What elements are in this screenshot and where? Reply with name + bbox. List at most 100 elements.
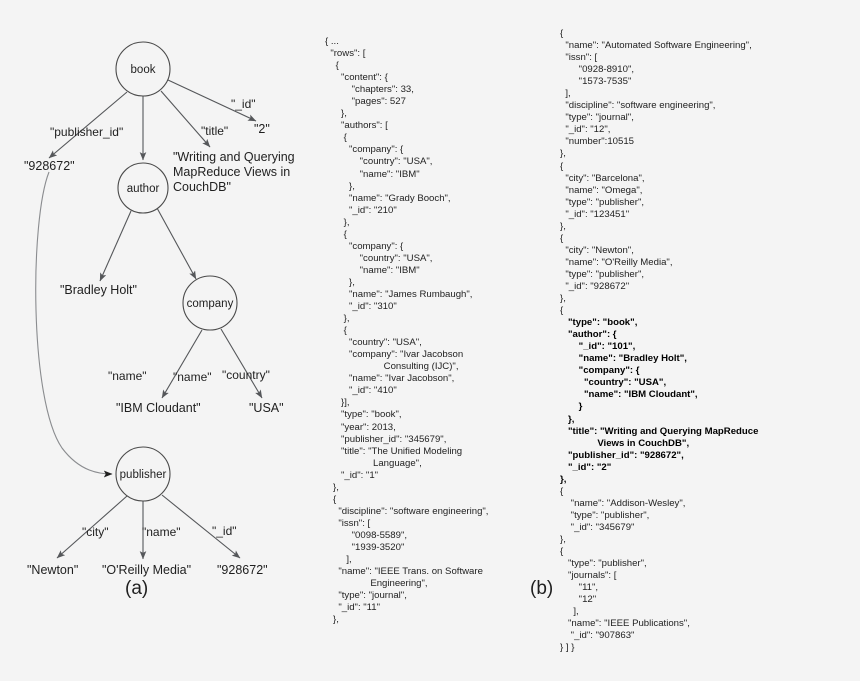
json-line: "_id": "210"	[325, 204, 397, 216]
json-line: },	[560, 220, 566, 232]
json-line: "country": "USA",	[325, 337, 422, 349]
json-line: }],	[325, 397, 350, 409]
edge-label-id-publisher: "_id"	[212, 524, 237, 538]
json-line: "company": {	[325, 240, 404, 252]
json-line: "city": "Newton",	[560, 244, 634, 256]
caption-b: (b)	[530, 578, 554, 599]
json-line: },	[325, 108, 347, 120]
json-line: {	[560, 305, 564, 317]
json-line: { ...	[325, 36, 339, 47]
edge-book-title	[160, 90, 211, 148]
json-line: Consulting (IJC)",	[325, 361, 459, 373]
graph-svg: book author company publisher "publisher…	[24, 41, 295, 577]
json-line: {	[325, 132, 347, 144]
json-line: "_id": "1"	[325, 469, 379, 481]
json-line: "company": {	[325, 144, 404, 156]
json-line: },	[560, 148, 566, 160]
json-line: "name": "James Rumbaugh",	[325, 288, 473, 300]
json-line: "0928-8910",	[560, 64, 635, 76]
edge-label-name-company: "name"	[173, 370, 212, 384]
edge-author-company	[156, 207, 197, 280]
edge-reference-publisher	[35, 171, 113, 478]
json-line: "city": "Barcelona",	[560, 172, 645, 184]
json-line: "name": "IBM Cloudant",	[560, 389, 698, 401]
node-publisher-label: publisher	[120, 469, 167, 481]
json-line: "country": "USA",	[325, 252, 433, 264]
json-column-right: { "name": "Automated Software Engineerin…	[560, 28, 860, 654]
json-line: "name": "Automated Software Engineering"…	[560, 40, 752, 52]
json-line: "_id": "11"	[325, 602, 381, 614]
edge-book-publisher-id	[48, 91, 128, 159]
node-company[interactable]	[182, 275, 238, 331]
edge-publisher-city	[56, 495, 128, 559]
leaf-id-2: "2"	[254, 122, 270, 136]
json-line: "discipline": "software engineering",	[325, 505, 489, 517]
json-column-left: { ... "rows": [ { "content": { "chapters…	[325, 36, 555, 626]
json-line: "issn": [	[325, 517, 371, 529]
json-line: "type": "publisher",	[560, 196, 645, 208]
panel-b-json: { ... "rows": [ { "content": { "chapters…	[320, 0, 860, 653]
json-line: "country": "USA",	[325, 156, 433, 168]
json-line: Engineering",	[325, 578, 428, 590]
json-line: {	[560, 28, 564, 39]
json-line: "name": "Bradley Holt",	[560, 353, 687, 365]
json-line: },	[325, 180, 355, 192]
json-line: "type": "publisher",	[560, 268, 645, 280]
json-line: {	[325, 60, 339, 72]
json-line: Views in CouchDB",	[560, 437, 690, 449]
json-line: "authors": [	[325, 120, 388, 132]
json-line: },	[560, 473, 567, 485]
json-line: "11",	[560, 582, 599, 594]
leaf-title-line-3: CouchDB"	[173, 180, 231, 194]
json-line: "year": 2013,	[325, 421, 396, 433]
json-line: },	[325, 216, 350, 228]
json-line: "name": "IBM"	[325, 168, 420, 180]
json-line: "_id": "101",	[560, 341, 636, 353]
leaf-ibm-cloudant: "IBM Cloudant"	[116, 401, 201, 415]
json-line: "country": "USA",	[560, 377, 667, 389]
json-line: "name": "Omega",	[560, 184, 643, 196]
json-line: "1939-3520"	[325, 541, 405, 553]
json-line: {	[325, 325, 347, 337]
node-company-label: company	[187, 298, 234, 310]
json-line: },	[325, 313, 350, 325]
edge-label-city: "city"	[82, 525, 109, 539]
leaf-title-line-1: "Writing and Querying	[173, 150, 295, 164]
json-line: },	[325, 481, 339, 493]
json-line: "name": "IEEE Publications",	[560, 618, 690, 630]
json-line: Language",	[325, 457, 422, 469]
leaf-oreilly-media: "O'Reilly Media"	[102, 563, 191, 577]
json-line: },	[560, 533, 566, 545]
node-publisher[interactable]	[115, 446, 171, 502]
leaf-newton: "Newton"	[27, 563, 78, 577]
json-line: },	[325, 614, 339, 626]
edge-label-publisher-id: "publisher_id"	[50, 125, 123, 139]
edge-label-name-publisher: "name"	[142, 525, 181, 539]
json-line: "author": {	[560, 329, 617, 341]
json-line: "type": "journal",	[325, 590, 407, 602]
json-line: "title": "Writing and Querying MapReduce	[560, 425, 759, 437]
json-line: "title": "The Unified Modeling	[325, 445, 463, 457]
json-line: }	[560, 401, 583, 413]
json-line: "name": "Addison-Wesley",	[560, 497, 686, 509]
json-line: "type": "publisher",	[560, 509, 650, 521]
leaf-publisher-id: "928672"	[24, 159, 75, 173]
json-line: "_id": "310"	[325, 301, 397, 313]
node-book[interactable]	[115, 41, 171, 97]
json-line: "_id": "123451"	[560, 208, 630, 220]
json-line: "publisher_id": "345679",	[325, 433, 447, 445]
json-line: "name": "Ivar Jacobson",	[325, 373, 455, 385]
leaf-publisher-928672: "928672"	[217, 563, 268, 577]
json-line: },	[325, 276, 355, 288]
node-author[interactable]	[117, 162, 169, 214]
json-line: "company": {	[560, 365, 640, 377]
json-line: "chapters": 33,	[325, 84, 414, 96]
leaf-usa: "USA"	[249, 401, 284, 415]
json-line: ],	[325, 554, 352, 566]
edge-company-name	[161, 329, 203, 399]
json-line: {	[560, 485, 564, 497]
json-line: "type": "book",	[325, 409, 402, 421]
json-line: "number":10515	[560, 136, 635, 148]
edge-author-name	[99, 210, 132, 282]
